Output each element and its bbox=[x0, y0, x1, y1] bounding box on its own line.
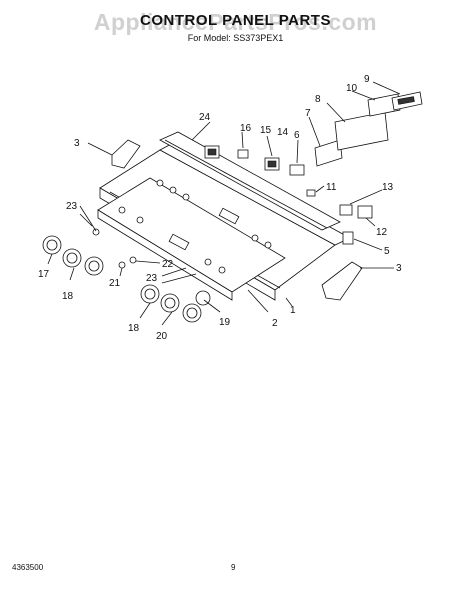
callout-23-right: 23 bbox=[146, 273, 158, 284]
spring-22 bbox=[129, 256, 137, 264]
callout-9: 9 bbox=[364, 74, 370, 85]
spring-23 bbox=[92, 228, 100, 236]
clip-11 bbox=[306, 189, 316, 197]
switch-14 bbox=[264, 157, 280, 171]
callout-2: 2 bbox=[272, 318, 278, 329]
callout-10: 10 bbox=[346, 83, 358, 94]
switch-13 bbox=[339, 204, 353, 216]
callout-18-left: 18 bbox=[62, 291, 74, 302]
callout-1: 1 bbox=[290, 305, 296, 316]
page-title: CONTROL PANEL PARTS bbox=[140, 12, 331, 29]
callout-11: 11 bbox=[326, 182, 337, 193]
callout-23-left: 23 bbox=[66, 201, 78, 212]
window-9 bbox=[391, 91, 423, 111]
spring-21 bbox=[118, 261, 126, 269]
callout-14: 14 bbox=[277, 127, 289, 138]
knob-18b bbox=[140, 284, 160, 304]
callout-17: 17 bbox=[38, 269, 50, 280]
callout-8: 8 bbox=[315, 94, 321, 105]
switch-6 bbox=[289, 164, 305, 176]
callout-15: 15 bbox=[260, 125, 272, 136]
knob-19a bbox=[182, 303, 202, 323]
watermark: AppliancePartsPros.com bbox=[93, 9, 378, 35]
callout-6: 6 bbox=[294, 130, 300, 141]
callout-3-left: 3 bbox=[74, 138, 80, 149]
callout-21: 21 bbox=[109, 278, 121, 289]
callout-18-right: 18 bbox=[128, 323, 140, 334]
switch-15 bbox=[237, 149, 249, 159]
callout-22: 22 bbox=[162, 259, 174, 270]
left-end-cap bbox=[111, 139, 141, 169]
document-number: 4363500 bbox=[12, 563, 44, 572]
callout-7: 7 bbox=[305, 108, 311, 119]
leader-lines bbox=[47, 81, 401, 326]
housing-8 bbox=[334, 111, 389, 151]
callout-20: 20 bbox=[156, 331, 168, 342]
switch-16 bbox=[204, 145, 220, 159]
model-subtitle: For Model: SS373PEX1 bbox=[187, 33, 284, 43]
callout-5: 5 bbox=[384, 246, 390, 257]
lamp-5 bbox=[342, 231, 354, 245]
knob-18a bbox=[62, 248, 82, 268]
right-end-cap bbox=[321, 261, 363, 301]
knob-20 bbox=[160, 293, 180, 313]
front-control-panel bbox=[97, 177, 286, 301]
bracket-7 bbox=[314, 139, 343, 167]
page-number: 9 bbox=[231, 563, 236, 572]
callout-3-right: 3 bbox=[396, 263, 402, 274]
knob-18a-2 bbox=[84, 256, 104, 276]
callout-13: 13 bbox=[382, 182, 394, 193]
callout-24: 24 bbox=[199, 112, 211, 123]
callout-12: 12 bbox=[376, 227, 388, 238]
callout-19: 19 bbox=[219, 317, 231, 328]
knob-17 bbox=[42, 235, 62, 255]
callout-16: 16 bbox=[240, 123, 252, 134]
switch-12 bbox=[357, 205, 373, 219]
panel-details bbox=[118, 179, 272, 274]
